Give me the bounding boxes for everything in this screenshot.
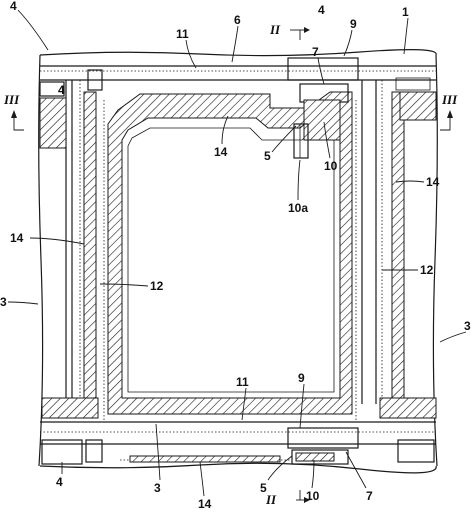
label-11-top: 11 (176, 27, 189, 41)
label-III-left: III (3, 92, 20, 107)
tft-bottom (120, 427, 359, 465)
label-7-top: 7 (312, 45, 319, 59)
label-III-right: III (441, 92, 458, 107)
section-marks (11, 27, 453, 503)
label-7-bottom: 7 (366, 489, 373, 503)
label-12-left: 12 (150, 279, 164, 293)
label-5-bottom: 5 (260, 481, 267, 495)
label-1: 1 (402, 5, 409, 19)
right-black-matrix (379, 91, 437, 419)
label-10-top: 10 (324, 159, 338, 173)
label-11-bottom: 11 (236, 375, 249, 389)
reference-labels: 4 1 6 11 II 4 7 9 4 III III 14 5 10 10a … (0, 0, 471, 511)
label-4-topleft: 4 (10, 0, 17, 13)
label-3-right: 3 (464, 319, 471, 333)
label-3-left: 3 (0, 295, 7, 309)
label-4-top: 4 (318, 3, 325, 17)
label-10-bottom: 10 (306, 489, 320, 503)
label-14-left: 14 (10, 231, 24, 245)
label-6: 6 (234, 13, 241, 27)
label-14-center: 14 (214, 145, 228, 159)
label-14-bottom: 14 (198, 497, 212, 511)
gate-lines (40, 65, 436, 445)
label-4-bottomleft: 4 (56, 475, 63, 489)
label-5-top: 5 (264, 149, 271, 163)
label-14-right: 14 (426, 175, 440, 189)
label-II-top: II (269, 22, 281, 37)
leader-lines (7, 9, 467, 497)
label-9-bottom: 9 (298, 371, 305, 385)
tft-top (287, 57, 359, 159)
label-4-midleft: 4 (58, 83, 65, 97)
label-10a: 10a (288, 201, 308, 215)
pixel-frame (103, 91, 357, 420)
label-II-bottom: II (265, 492, 277, 507)
label-9-top: 9 (350, 17, 357, 31)
pads (39, 69, 435, 465)
left-black-matrix (39, 91, 99, 419)
label-3-bottom: 3 (154, 481, 161, 495)
label-12-right: 12 (420, 263, 434, 277)
